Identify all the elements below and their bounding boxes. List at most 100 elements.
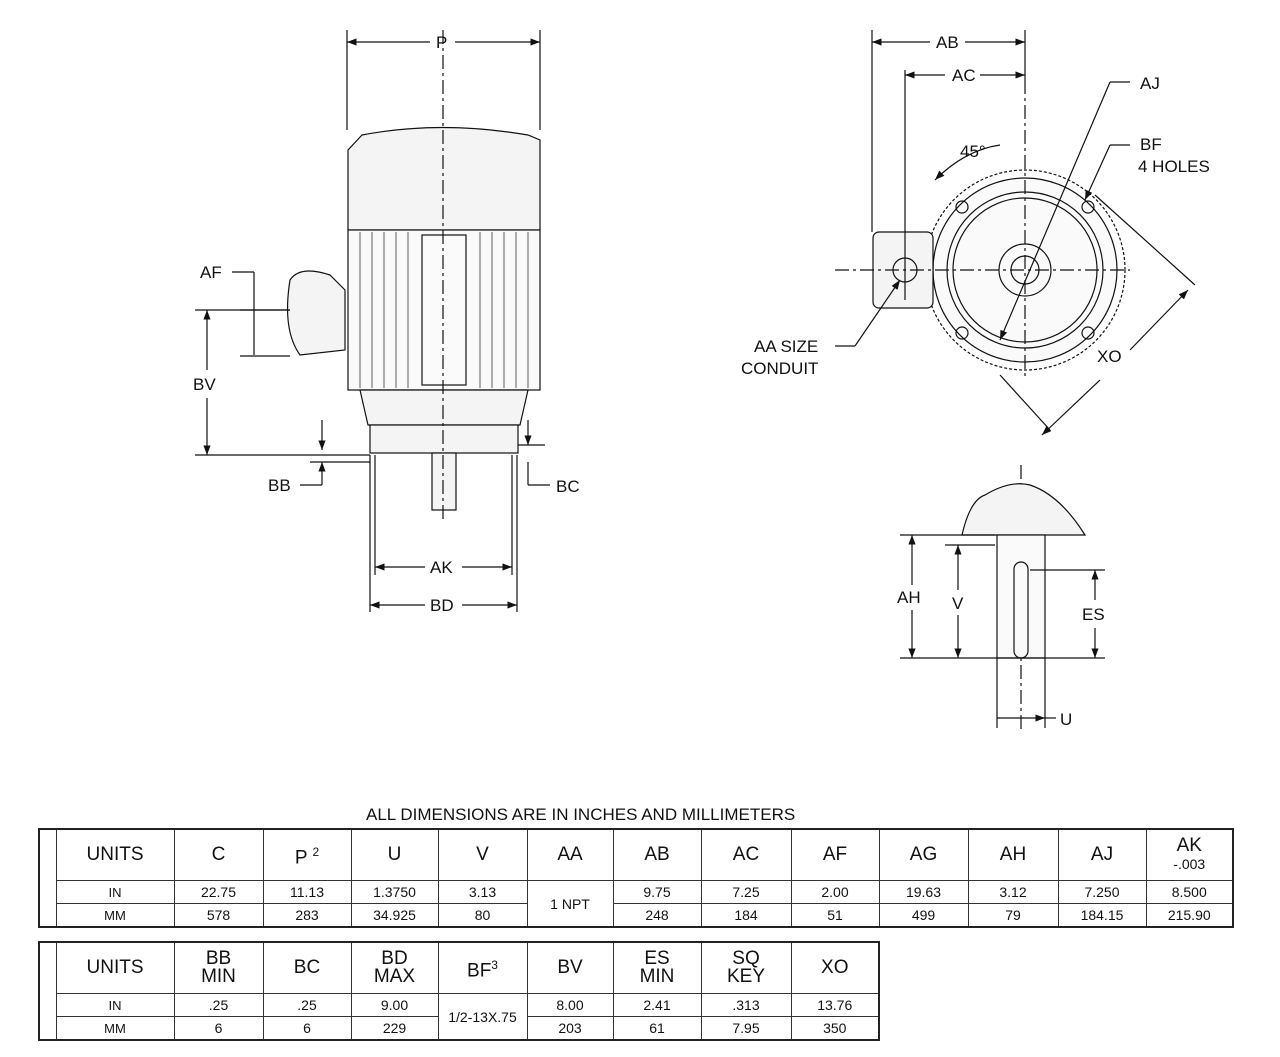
cell: 80 bbox=[437, 903, 528, 928]
end-view bbox=[835, 30, 1196, 436]
cell: 22.75 bbox=[173, 880, 264, 904]
header-aj: AJ bbox=[1057, 828, 1147, 881]
cell: 248 bbox=[612, 903, 702, 928]
cell: 1.3750 bbox=[350, 880, 439, 904]
cell: .25 bbox=[262, 993, 352, 1017]
label-es: ES bbox=[1082, 605, 1105, 624]
cell: 3.13 bbox=[437, 880, 528, 904]
label-angle: 45° bbox=[960, 142, 986, 161]
cell-aa: 1 NPT bbox=[526, 880, 614, 928]
label-bc: BC bbox=[556, 477, 580, 496]
cell: 51 bbox=[790, 903, 880, 928]
cell: 34.925 bbox=[350, 903, 439, 928]
cell: 2.00 bbox=[790, 880, 880, 904]
table-row-in: IN 22.75 11.13 1.3750 3.13 1 NPT 9.75 7.… bbox=[39, 880, 1234, 928]
cell-bf: 1/2-13X.75 bbox=[437, 993, 528, 1041]
cell: 9.00 bbox=[350, 993, 439, 1017]
cell: 203 bbox=[526, 1016, 614, 1041]
label-p: P bbox=[436, 33, 447, 52]
cell: 8.500 bbox=[1145, 880, 1234, 904]
label-bf-holes: 4 HOLES bbox=[1138, 157, 1210, 176]
label-ab: AB bbox=[936, 33, 959, 52]
units-mm: MM bbox=[55, 903, 175, 928]
units-mm: MM bbox=[55, 1016, 175, 1041]
label-ac: AC bbox=[952, 66, 976, 85]
units-in: IN bbox=[55, 993, 175, 1017]
table-row-mm: MM 578 283 34.925 80 248 184 51 499 79 1… bbox=[39, 903, 1234, 928]
label-u: U bbox=[1060, 710, 1072, 729]
header-sq-sub: KEY bbox=[726, 966, 766, 987]
units-in: IN bbox=[55, 880, 175, 904]
label-ak: AK bbox=[430, 558, 453, 577]
table-row-in: IN .25 .25 9.00 1/2-13X.75 8.00 2.41 .31… bbox=[39, 993, 880, 1041]
header-ac: AC bbox=[700, 828, 792, 881]
label-bb: BB bbox=[268, 476, 291, 495]
label-bv: BV bbox=[193, 375, 216, 394]
cell: 7.95 bbox=[700, 1016, 792, 1041]
row-margin bbox=[38, 941, 57, 1041]
header-ak: AK-.003 bbox=[1145, 828, 1234, 881]
cell: 9.75 bbox=[612, 880, 702, 904]
label-bd: BD bbox=[430, 596, 454, 615]
cell: 184 bbox=[700, 903, 792, 928]
cell: 215.90 bbox=[1145, 903, 1234, 928]
shaft-view bbox=[900, 465, 1105, 730]
row-margin bbox=[38, 828, 57, 928]
label-af: AF bbox=[200, 263, 222, 282]
header-bv: BV bbox=[526, 941, 614, 994]
label-aj: AJ bbox=[1140, 74, 1160, 93]
cell: 7.250 bbox=[1057, 880, 1147, 904]
cell: 2.41 bbox=[612, 993, 702, 1017]
header-bd-sub: MAX bbox=[373, 966, 416, 987]
cell: .25 bbox=[173, 993, 264, 1017]
header-p-text: P bbox=[294, 847, 308, 869]
dimension-drawing: P AF BV BB BC AK BD AB AC AJ BF 4 HOLES … bbox=[193, 30, 1210, 730]
cell: .313 bbox=[700, 993, 792, 1017]
label-aa-size: AA SIZE bbox=[754, 337, 818, 356]
cell: 6 bbox=[173, 1016, 264, 1041]
cell: 499 bbox=[878, 903, 969, 928]
header-units: UNITS bbox=[55, 941, 175, 994]
label-xo: XO bbox=[1097, 347, 1122, 366]
dimensions-table-1: UNITS C P 2 U V AA AB AC AF AG AH AJ AK-… bbox=[38, 828, 1234, 928]
cell: 184.15 bbox=[1057, 903, 1147, 928]
cell: 7.25 bbox=[700, 880, 792, 904]
header-v: V bbox=[437, 828, 528, 881]
header-bf-note: 3 bbox=[491, 957, 498, 972]
cell: 283 bbox=[262, 903, 352, 928]
cell: 61 bbox=[612, 1016, 702, 1041]
header-es-text: ES bbox=[644, 948, 670, 969]
header-bb-text: BB bbox=[205, 948, 232, 969]
cell: 13.76 bbox=[790, 993, 880, 1017]
header-c: C bbox=[173, 828, 264, 881]
header-ak-tolerance: -.003 bbox=[1173, 856, 1206, 872]
header-p-note: 2 bbox=[312, 844, 320, 859]
cell: 8.00 bbox=[526, 993, 614, 1017]
header-ak-text: AK bbox=[1176, 835, 1202, 856]
header-af: AF bbox=[790, 828, 880, 881]
label-ah: AH bbox=[897, 588, 921, 607]
table-row-mm: MM 6 6 229 203 61 7.95 350 bbox=[39, 1016, 880, 1041]
cell: 578 bbox=[173, 903, 264, 928]
header-bf-text: BF bbox=[467, 960, 492, 982]
header-xo: XO bbox=[790, 941, 880, 994]
header-bf: BF3 bbox=[437, 941, 528, 994]
cell: 229 bbox=[350, 1016, 439, 1041]
label-v: V bbox=[952, 594, 964, 613]
cell: 11.13 bbox=[262, 880, 352, 904]
cell: 19.63 bbox=[878, 880, 969, 904]
label-conduit: CONDUIT bbox=[741, 359, 818, 378]
header-ab: AB bbox=[612, 828, 702, 881]
header-ah: AH bbox=[967, 828, 1059, 881]
header-bb-sub: MIN bbox=[201, 966, 236, 987]
header-sq-text: SQ bbox=[732, 948, 760, 969]
header-bc: BC bbox=[262, 941, 352, 994]
header-units: UNITS bbox=[55, 828, 175, 881]
cell: 350 bbox=[790, 1016, 880, 1041]
